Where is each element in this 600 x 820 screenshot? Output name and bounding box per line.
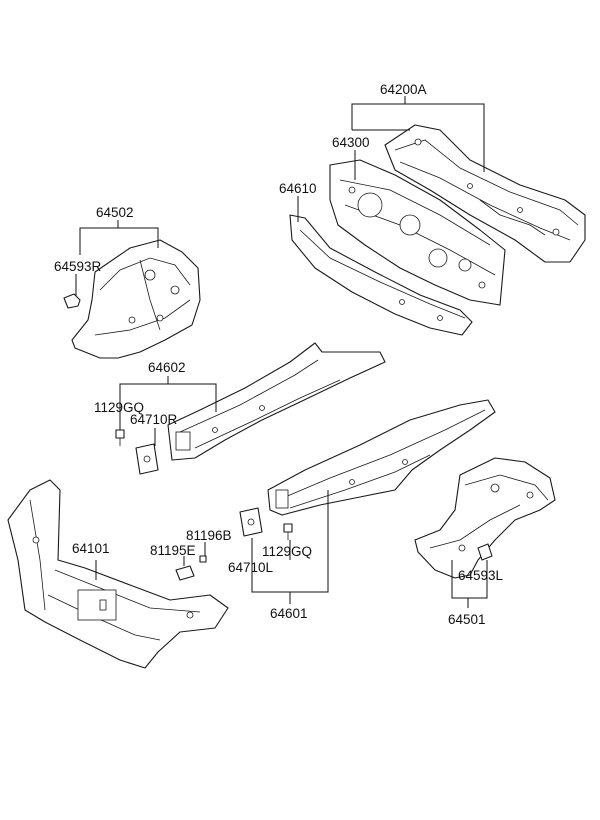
dash-panel bbox=[329, 159, 506, 306]
bolt-right bbox=[115, 429, 125, 446]
label-1129GQ-left: 1129GQ bbox=[262, 544, 312, 559]
side-member-end-plate-right bbox=[135, 443, 159, 475]
label-64593R: 64593R bbox=[54, 259, 102, 274]
clip-81196b bbox=[199, 555, 207, 563]
wheel-house-left bbox=[414, 457, 556, 579]
wheel-house-bracket-right bbox=[63, 293, 81, 309]
side-member-left bbox=[267, 399, 496, 516]
label-64502: 64502 bbox=[96, 205, 134, 220]
label-64200A: 64200A bbox=[380, 82, 427, 97]
label-81195E: 81195E bbox=[150, 543, 196, 558]
label-64101: 64101 bbox=[72, 541, 110, 556]
wheel-house-bracket-left bbox=[477, 543, 493, 561]
label-64602: 64602 bbox=[148, 360, 186, 375]
label-64501: 64501 bbox=[448, 612, 486, 627]
wheel-house-right bbox=[71, 239, 201, 359]
dash-cross-member bbox=[289, 214, 473, 336]
label-1129GQ-right: 1129GQ bbox=[94, 400, 144, 415]
label-64300: 64300 bbox=[332, 135, 370, 150]
label-64593L: 64593L bbox=[458, 568, 504, 583]
label-64710L: 64710L bbox=[228, 560, 274, 575]
bolt-left bbox=[283, 523, 293, 540]
part-labels: 64200A 64300 64610 64502 64593R 64602 11… bbox=[54, 82, 504, 627]
cowl-top-panel bbox=[384, 124, 586, 263]
side-member-end-plate-left bbox=[239, 507, 263, 537]
label-81196B: 81196B bbox=[186, 528, 232, 543]
side-member-right bbox=[167, 342, 386, 461]
label-64710R: 64710R bbox=[130, 412, 178, 427]
leader-lines bbox=[75, 96, 488, 608]
label-64610: 64610 bbox=[279, 181, 317, 196]
clip-81195e bbox=[175, 565, 195, 581]
label-64601: 64601 bbox=[270, 606, 308, 621]
front-end-module bbox=[7, 479, 229, 669]
